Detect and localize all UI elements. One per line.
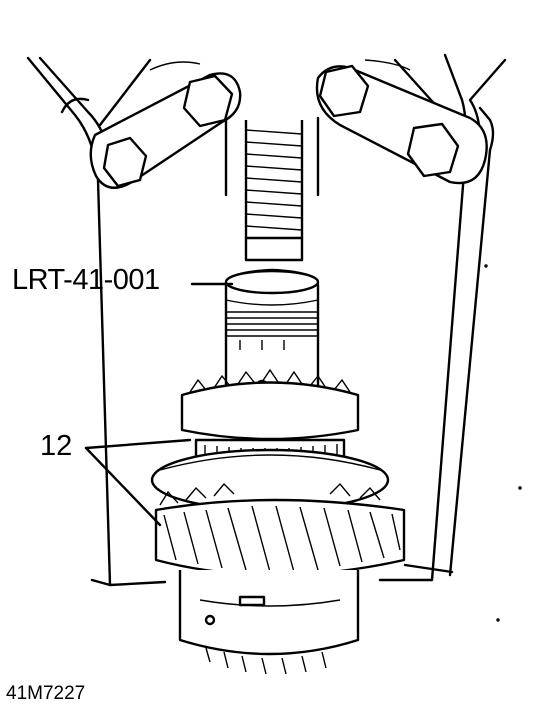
bolt-head-upper-right <box>318 64 370 118</box>
bolt-head-lower-left <box>102 136 148 188</box>
part-leader-line-lower <box>84 446 162 527</box>
lower-housing <box>178 570 360 675</box>
part-number-label: 12 <box>40 430 73 462</box>
bolt-head-lower-right <box>406 122 460 178</box>
part-leader-line-upper <box>84 438 192 450</box>
helical-gear <box>154 482 406 577</box>
tool-body <box>224 268 320 397</box>
figure-reference-label: 41M7227 <box>6 683 86 704</box>
leader-lines <box>84 282 234 527</box>
forcing-screw <box>244 120 304 262</box>
tool-callout-label: LRT-41-001 <box>12 264 160 296</box>
puller-crossbar <box>89 59 488 197</box>
